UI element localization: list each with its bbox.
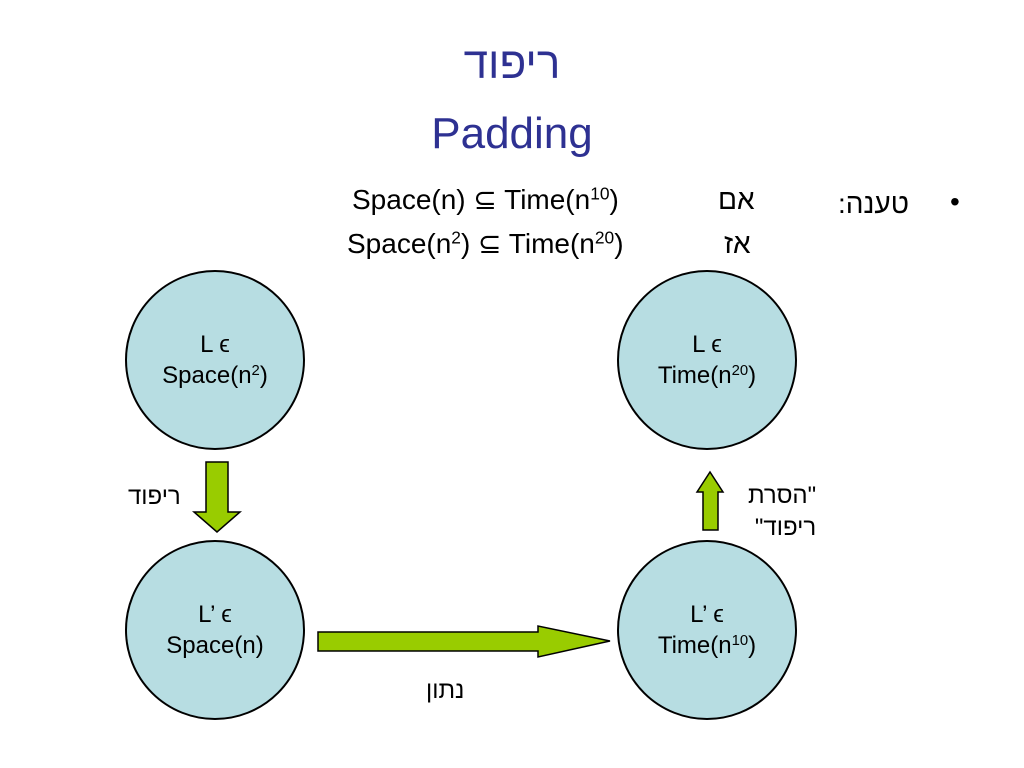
node-line1: L ϵ (200, 330, 230, 358)
unpadding-label-line2: ריפוד" (754, 514, 817, 542)
title-hebrew: ריפוד (463, 39, 561, 88)
unpadding-arrow (695, 470, 725, 531)
given-edge-label: נתון (426, 677, 465, 704)
padding-edge-label: ריפוד (128, 483, 181, 510)
node-line2: Space(n2) (162, 362, 268, 389)
title-english: Padding (431, 109, 593, 158)
node-line2: Space(n) (166, 632, 264, 659)
node-line2: Time(n10) (657, 632, 757, 659)
node-L-in-time-n20: L ϵ Time(n20) (617, 270, 797, 450)
claim-label: טענה: (838, 188, 909, 219)
bullet-dot: • (950, 186, 960, 217)
padding-arrow (191, 461, 243, 533)
node-Lprime-in-time-n10: L’ ϵ Time(n10) (617, 540, 797, 720)
claim-if-word: אם (718, 184, 755, 215)
node-line1: L’ ϵ (690, 600, 724, 628)
node-line2: Time(n20) (657, 362, 757, 389)
claim-then-formula: Space(n2) ⊆ Time(n20) (347, 227, 624, 259)
node-Lprime-in-space-n: L’ ϵ Space(n) (125, 540, 305, 720)
node-line1: L ϵ (692, 330, 722, 358)
unpadding-edge-label: "הסרת ריפוד" (748, 480, 816, 545)
claim-if-formula: Space(n) ⊆ Time(n10) (352, 183, 619, 215)
given-arrow (317, 625, 611, 658)
claim-then-word: אז (724, 228, 751, 259)
node-L-in-space-n2: L ϵ Space(n2) (125, 270, 305, 450)
node-line1: L’ ϵ (198, 600, 232, 628)
unpadding-label-line1: "הסרת (748, 482, 817, 509)
